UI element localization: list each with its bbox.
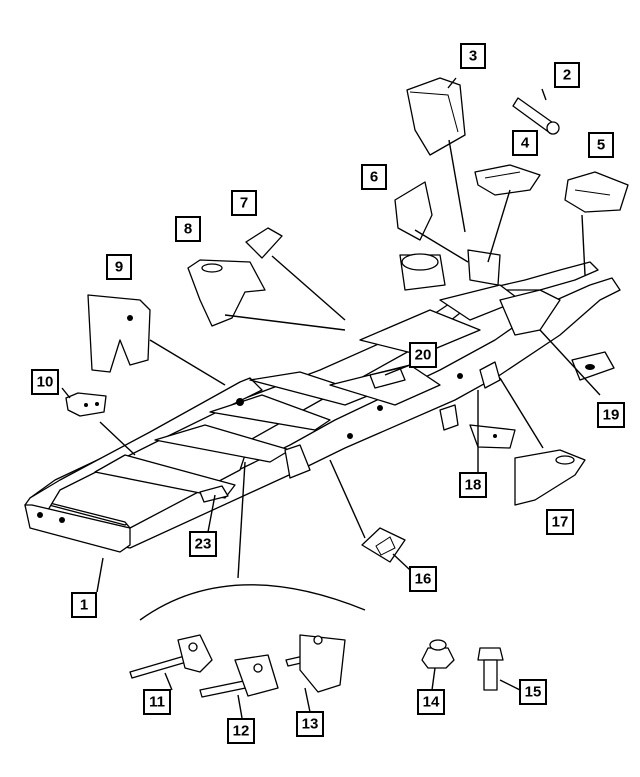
callout-18: 18 — [459, 472, 487, 498]
part-18-plate — [469, 424, 516, 449]
callout-2: 2 — [554, 62, 580, 88]
callout-4: 4 — [512, 130, 538, 156]
callout-23: 23 — [189, 531, 217, 557]
part-20-crossmember — [369, 367, 406, 389]
svg-text:12: 12 — [233, 723, 250, 740]
part-6-bracket — [394, 181, 433, 241]
callout-9: 9 — [106, 254, 132, 280]
callout-5: 5 — [588, 132, 614, 158]
part-17-bracket — [514, 449, 586, 506]
part-8-bracket — [187, 259, 266, 327]
callout-1: 1 — [71, 592, 97, 618]
part-19-bushing — [571, 351, 615, 381]
part-10-bracket — [65, 392, 107, 417]
part-23-bracket — [199, 485, 229, 503]
svg-text:11: 11 — [149, 694, 165, 711]
svg-text:23: 23 — [195, 536, 212, 553]
callout-3: 3 — [460, 43, 486, 69]
svg-text:4: 4 — [521, 135, 530, 152]
callout-8: 8 — [175, 216, 201, 242]
part-9-bracket — [87, 294, 151, 373]
frame-assembly — [24, 249, 621, 553]
svg-text:2: 2 — [563, 67, 571, 84]
svg-text:14: 14 — [423, 694, 440, 711]
callout-15: 15 — [519, 679, 547, 705]
callout-20: 20 — [409, 342, 437, 368]
svg-text:5: 5 — [597, 137, 605, 154]
part-11-bolt-bracket — [129, 634, 213, 679]
part-2-sleeve — [512, 97, 560, 135]
svg-text:13: 13 — [302, 716, 319, 733]
svg-text:20: 20 — [415, 347, 432, 364]
part-16-plate — [361, 527, 406, 563]
callout-6: 6 — [361, 164, 387, 190]
svg-text:1: 1 — [80, 597, 88, 614]
callout-10: 10 — [31, 369, 59, 395]
leader-lines — [61, 77, 601, 719]
callout-14: 14 — [417, 689, 445, 715]
svg-text:3: 3 — [469, 48, 477, 65]
callout-16: 16 — [409, 566, 437, 592]
svg-text:19: 19 — [603, 407, 620, 424]
callout-12: 12 — [227, 718, 255, 744]
part-5-bracket — [564, 171, 629, 213]
callout-7: 7 — [231, 190, 257, 216]
svg-text:10: 10 — [37, 374, 54, 391]
part-15-bolt — [477, 647, 504, 691]
svg-text:16: 16 — [415, 571, 432, 588]
svg-text:6: 6 — [370, 169, 378, 186]
svg-text:8: 8 — [184, 221, 192, 238]
svg-text:9: 9 — [115, 259, 123, 276]
group-arc-11-13 — [139, 584, 366, 621]
svg-text:17: 17 — [552, 514, 569, 531]
part-12-bolt-bracket — [199, 654, 279, 698]
svg-text:7: 7 — [240, 195, 248, 212]
svg-text:15: 15 — [525, 684, 542, 701]
part-4-bracket — [474, 164, 541, 196]
callout-19: 19 — [597, 402, 625, 428]
svg-text:18: 18 — [465, 477, 482, 494]
part-3-shield — [406, 77, 466, 156]
part-14-nut — [421, 639, 455, 669]
part-13-bolt-bracket — [285, 634, 346, 693]
part-7-pad — [245, 227, 283, 259]
callout-13: 13 — [296, 711, 324, 737]
callout-17: 17 — [546, 509, 574, 535]
callout-11: 11 — [143, 689, 171, 715]
